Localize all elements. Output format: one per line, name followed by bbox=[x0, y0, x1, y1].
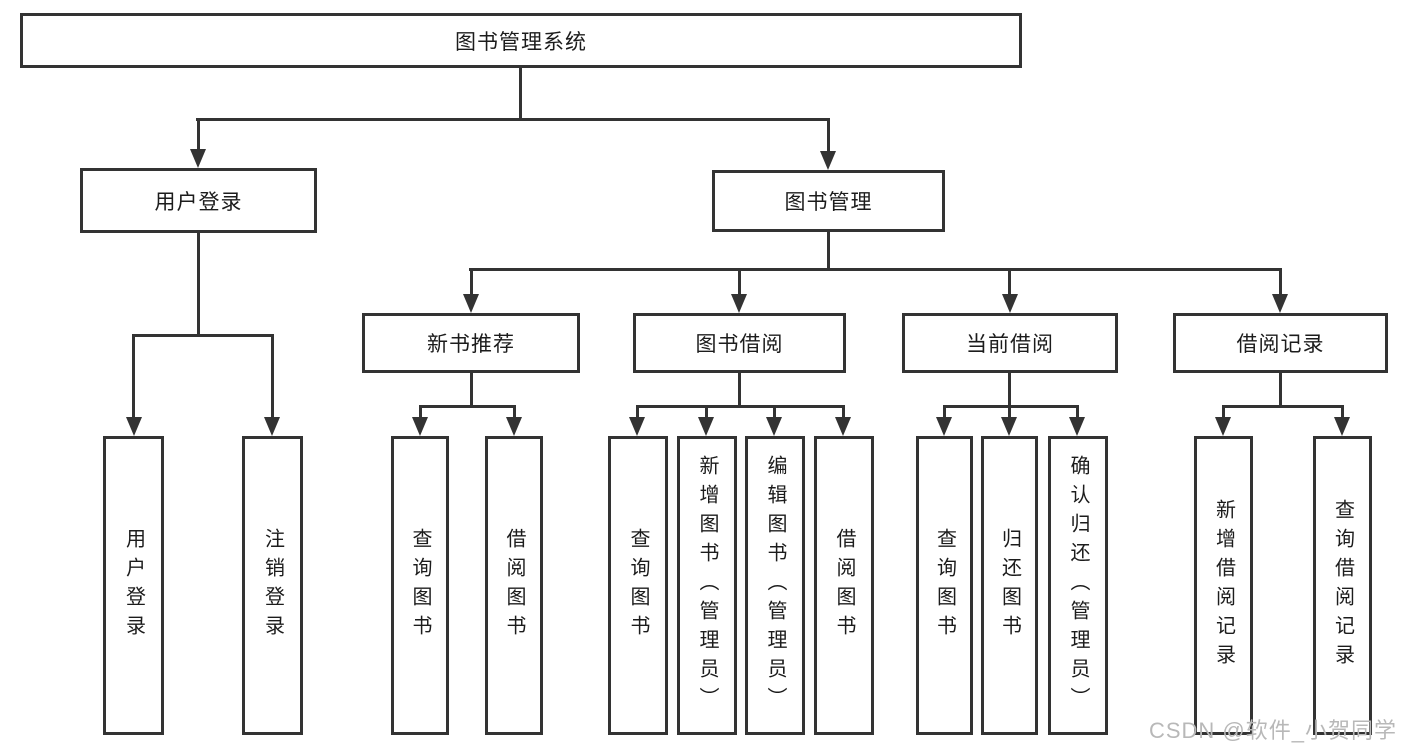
connector-cur-leaf3-drop bbox=[1076, 408, 1079, 417]
connector-mgmt-stem bbox=[827, 232, 830, 270]
leaf-borrow-books-recommend: 借阅图书 bbox=[485, 436, 543, 735]
arrow-to-current-borrowing bbox=[1002, 294, 1018, 313]
node-book-borrowing: 图书借阅 bbox=[633, 313, 846, 373]
arrow-to-leaf-add-books-admin bbox=[698, 417, 714, 436]
node-book-management: 图书管理 bbox=[712, 170, 945, 232]
leaf-logout-label: 注销登录 bbox=[261, 527, 284, 644]
connector-cur-leaf2-drop bbox=[1008, 408, 1011, 417]
connector-bor-stem bbox=[738, 373, 741, 407]
leaf-return-books-label: 归还图书 bbox=[998, 527, 1021, 644]
leaf-search-borrow-record-label: 查询借阅记录 bbox=[1331, 498, 1354, 673]
connector-cur-drop bbox=[1008, 271, 1011, 294]
leaf-borrow-books-recommend-label: 借阅图书 bbox=[503, 527, 525, 644]
connector-bor-rail bbox=[636, 405, 845, 408]
connector-rec-rail bbox=[419, 405, 516, 408]
node-library-management-system: 图书管理系统 bbox=[20, 13, 1022, 68]
connector-bor-leaf4-drop bbox=[842, 408, 845, 417]
connector-login-leaf2-drop bbox=[271, 337, 274, 417]
arrow-to-leaf-search-books-current bbox=[936, 417, 952, 436]
leaf-add-books-admin-label: 新增图书（管理员） bbox=[696, 455, 718, 716]
arrow-to-leaf-borrow-books-recommend bbox=[506, 417, 522, 436]
leaf-add-books-admin: 新增图书（管理员） bbox=[677, 436, 737, 735]
leaf-borrow-books-label: 借阅图书 bbox=[833, 527, 855, 644]
node-new-book-recommendation: 新书推荐 bbox=[362, 313, 580, 373]
connector-bor-drop bbox=[738, 271, 741, 294]
connector-rcd-rail bbox=[1222, 405, 1344, 408]
leaf-user-login: 用户登录 bbox=[103, 436, 164, 735]
connector-cur-rail bbox=[943, 405, 1079, 408]
connector-login-drop bbox=[197, 121, 200, 149]
arrow-to-book-borrowing bbox=[731, 294, 747, 313]
connector-root-stem bbox=[519, 68, 522, 120]
leaf-add-borrow-record-label: 新增借阅记录 bbox=[1212, 498, 1235, 673]
leaf-edit-books-admin-label: 编辑图书（管理员） bbox=[764, 455, 786, 716]
arrow-to-user-login bbox=[190, 149, 206, 168]
connector-level3-rail bbox=[469, 268, 1282, 271]
connector-level2-rail bbox=[196, 118, 830, 121]
leaf-search-books-borrow: 查询图书 bbox=[608, 436, 668, 735]
watermark: CSDN @软件_小贺同学 bbox=[1148, 718, 1397, 743]
arrow-to-leaf-borrow-books bbox=[835, 417, 851, 436]
leaf-user-login-label: 用户登录 bbox=[122, 527, 145, 644]
arrow-to-book-management bbox=[820, 151, 836, 170]
node-current-borrowing: 当前借阅 bbox=[902, 313, 1118, 373]
leaf-confirm-return-admin: 确认归还（管理员） bbox=[1048, 436, 1108, 735]
connector-rec-stem bbox=[470, 373, 473, 407]
leaf-logout: 注销登录 bbox=[242, 436, 303, 735]
leaf-search-books-current: 查询图书 bbox=[916, 436, 973, 735]
arrow-to-leaf-search-borrow-record bbox=[1334, 417, 1350, 436]
connector-rcd-leaf1-drop bbox=[1222, 408, 1225, 417]
arrow-to-leaf-confirm-return-admin bbox=[1069, 417, 1085, 436]
connector-rcd-leaf2-drop bbox=[1341, 408, 1344, 417]
arrow-to-new-book-recommendation bbox=[463, 294, 479, 313]
arrow-to-leaf-search-books-recommend bbox=[412, 417, 428, 436]
leaf-confirm-return-admin-label: 确认归还（管理员） bbox=[1067, 455, 1089, 716]
leaf-edit-books-admin: 编辑图书（管理员） bbox=[745, 436, 805, 735]
connector-rec-leaf2-drop bbox=[513, 408, 516, 417]
leaf-return-books: 归还图书 bbox=[981, 436, 1038, 735]
leaf-search-books-borrow-label: 查询图书 bbox=[627, 527, 649, 644]
connector-bor-leaf3-drop bbox=[773, 408, 776, 417]
leaf-search-books-recommend: 查询图书 bbox=[391, 436, 449, 735]
connector-rec-drop bbox=[470, 271, 473, 294]
arrow-to-borrowing-records bbox=[1272, 294, 1288, 313]
arrow-to-leaf-add-borrow-record bbox=[1215, 417, 1231, 436]
node-borrowing-records: 借阅记录 bbox=[1173, 313, 1388, 373]
connector-bor-leaf2-drop bbox=[705, 408, 708, 417]
connector-rcd-drop bbox=[1279, 271, 1282, 294]
node-user-login: 用户登录 bbox=[80, 168, 317, 233]
arrow-to-leaf-search-books-borrow bbox=[629, 417, 645, 436]
connector-mgmt-drop bbox=[827, 121, 830, 151]
connector-cur-stem bbox=[1008, 373, 1011, 407]
connector-rec-leaf1-drop bbox=[419, 408, 422, 417]
connector-bor-leaf1-drop bbox=[636, 408, 639, 417]
connector-rcd-stem bbox=[1279, 373, 1282, 407]
leaf-borrow-books: 借阅图书 bbox=[814, 436, 874, 735]
connector-login-leaf1-drop bbox=[132, 337, 135, 417]
leaf-search-books-current-label: 查询图书 bbox=[933, 527, 956, 644]
leaf-search-books-recommend-label: 查询图书 bbox=[409, 527, 431, 644]
leaf-search-borrow-record: 查询借阅记录 bbox=[1313, 436, 1372, 735]
arrow-to-leaf-user-login bbox=[126, 417, 142, 436]
connector-login-rail bbox=[132, 334, 274, 337]
arrow-to-leaf-return-books bbox=[1001, 417, 1017, 436]
connector-login-stem bbox=[197, 233, 200, 336]
arrow-to-leaf-logout bbox=[264, 417, 280, 436]
leaf-add-borrow-record: 新增借阅记录 bbox=[1194, 436, 1253, 735]
arrow-to-leaf-edit-books-admin bbox=[766, 417, 782, 436]
connector-cur-leaf1-drop bbox=[943, 408, 946, 417]
